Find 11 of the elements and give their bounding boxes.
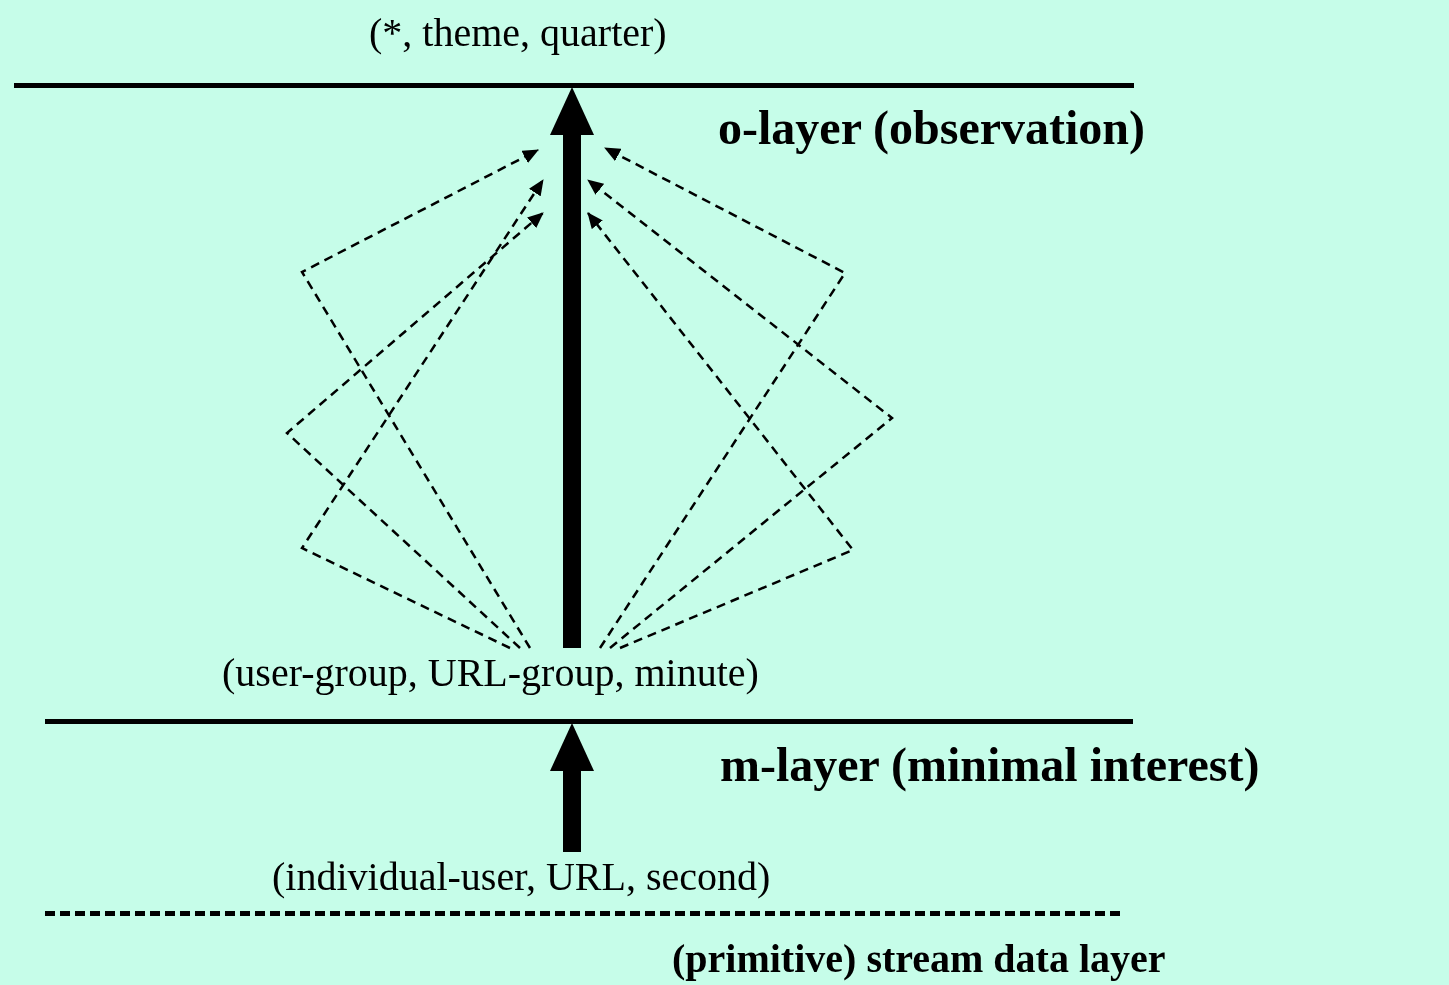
dimension-tuple: (user-group, URL-group, minute) bbox=[222, 650, 759, 696]
dimension-tuple: (*, theme, quarter) bbox=[369, 10, 667, 56]
layer-label: o-layer (observation) bbox=[718, 100, 1146, 155]
dimension-tuple: (individual-user, URL, second) bbox=[272, 854, 771, 900]
layer-label: (primitive) stream data layer bbox=[672, 935, 1166, 982]
arrow bbox=[550, 87, 594, 648]
layer-label: m-layer (minimal interest) bbox=[720, 737, 1260, 792]
arrow bbox=[550, 723, 594, 852]
dashed-arrow bbox=[598, 146, 847, 649]
dashed-arrow bbox=[587, 179, 894, 649]
dashed-arrow bbox=[587, 212, 855, 650]
